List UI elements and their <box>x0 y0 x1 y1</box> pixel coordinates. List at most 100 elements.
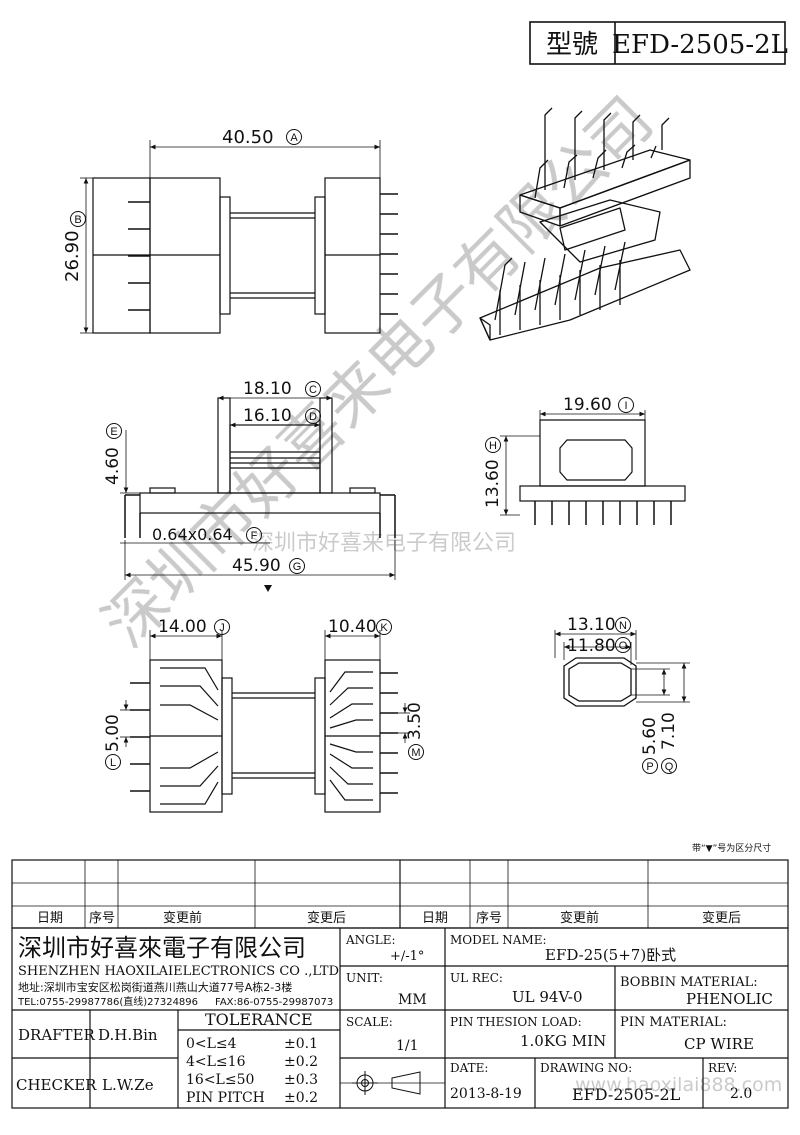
tol-value-4: ±0.2 <box>284 1090 318 1106</box>
model-name-value: EFD-25(5+7)卧式 <box>545 946 676 964</box>
tolerance-title: TOLERANCE <box>205 1010 313 1029</box>
dim-m-letter: M <box>411 747 420 759</box>
dim-i-letter: I <box>624 400 627 412</box>
pin-material-label: PIN MATERIAL: <box>620 1015 727 1030</box>
tol-range-4: PIN PITCH <box>186 1090 265 1106</box>
rev-header-after: 变更后 <box>307 910 346 926</box>
drafter-label: DRAFTER <box>18 1026 96 1044</box>
dim-e-value: 4.60 <box>103 447 123 485</box>
dim-q-letter: Q <box>665 761 674 773</box>
dim-h-value: 13.60 <box>483 459 503 508</box>
dim-a-value: 40.50 <box>222 127 274 148</box>
model-name-label: MODEL NAME: <box>450 933 547 947</box>
dim-q-value: 7.10 <box>659 712 679 750</box>
rev-header-before-2: 变更前 <box>560 910 599 926</box>
iso-view <box>479 107 691 341</box>
bottom-view <box>120 630 410 813</box>
watermark-site-text: www.haoxilai888.com <box>575 1074 782 1096</box>
dim-b-letter: B <box>74 214 81 226</box>
projection-symbol-icon <box>352 1071 421 1095</box>
dim-m-value: 3.50 <box>405 702 425 740</box>
ul-rec-label: UL REC: <box>450 971 503 985</box>
dim-a-letter: A <box>290 132 298 144</box>
dim-c-value: 18.10 <box>243 379 292 399</box>
window-section <box>554 630 690 707</box>
rev-header-before: 变更前 <box>163 910 202 926</box>
dim-n-letter: N <box>619 620 627 632</box>
checker-label: CHECKER <box>16 1076 97 1094</box>
company-name-cn: 深圳市好喜來電子有限公司 <box>18 934 306 962</box>
dim-g-value: 45.90 <box>232 556 281 576</box>
unit-label: UNIT: <box>346 971 383 985</box>
watermark-text: 深圳市好喜来电子有限公司 <box>89 83 667 661</box>
rev-value: 2.0 <box>730 1086 752 1102</box>
drawing-no-label: DRAWING NO: <box>540 1061 632 1075</box>
dim-j-letter: J <box>219 622 225 634</box>
type-label: 型號 <box>546 30 598 60</box>
company-tel: TEL:0755-29987786(直线)27324896 <box>17 995 198 1008</box>
main-title-block <box>11 927 789 1109</box>
dim-i-value: 19.60 <box>563 395 612 415</box>
dim-j-value: 14.00 <box>158 617 207 637</box>
ul-rec-value: UL 94V-0 <box>512 988 583 1006</box>
dim-k-letter: K <box>380 622 388 634</box>
dim-l-letter: L <box>110 757 116 769</box>
pin-load-label: PIN THESION LOAD: <box>450 1015 582 1029</box>
dim-b-value: 26.90 <box>62 230 83 282</box>
pin-material-value: CP WIRE <box>684 1035 754 1053</box>
rev-header-seq: 序号 <box>89 911 115 926</box>
company-address: 地址:深圳市宝安区松岗街道燕川燕山大道77号A栋2-3楼 <box>18 980 292 994</box>
title-block: 型號 EFD-2505-2L <box>529 21 788 65</box>
scale-label: SCALE: <box>346 1015 393 1029</box>
pin-load-value: 1.0KG MIN <box>520 1032 606 1050</box>
dim-f-letter: F <box>251 530 258 542</box>
dim-g-letter: G <box>293 561 302 573</box>
scale-value: 1/1 <box>396 1038 419 1054</box>
tol-value-2: ±0.2 <box>284 1054 318 1070</box>
drawing-no-value: EFD-2505-2L <box>572 1085 681 1104</box>
dim-h-letter: H <box>489 440 497 452</box>
dim-f-value: 0.64x0.64 <box>152 525 233 544</box>
dim-k-value: 10.40 <box>328 617 377 637</box>
tol-value-3: ±0.3 <box>284 1072 318 1088</box>
revision-table <box>11 859 789 929</box>
angle-label: ANGLE: <box>345 933 396 947</box>
dim-e-letter: E <box>110 426 117 438</box>
drafter-name: D.H.Bin <box>98 1026 158 1044</box>
dim-n-value: 13.10 <box>567 615 616 635</box>
model-number: EFD-2505-2L <box>612 30 788 60</box>
checker-name: L.W.Ze <box>102 1076 154 1094</box>
dim-o-letter: O <box>619 640 628 652</box>
marker-triangle <box>264 585 272 592</box>
unit-value: MM <box>398 992 427 1008</box>
marker-note: 带“▼”号为区分尺寸 <box>692 842 771 854</box>
date-label: DATE: <box>450 1061 488 1075</box>
dim-l-value: 5.00 <box>103 714 123 752</box>
tol-range-2: 4<L≤16 <box>186 1054 246 1070</box>
tol-range-3: 16<L≤50 <box>186 1072 254 1088</box>
dim-d-letter: D <box>309 411 317 423</box>
dim-o-value: 11.80 <box>567 636 616 656</box>
side-view <box>120 395 396 580</box>
rev-header-date: 日期 <box>37 911 63 926</box>
dim-d-value: 16.10 <box>243 406 292 426</box>
dim-p-value: 5.60 <box>640 717 660 755</box>
dim-p-letter: P <box>646 761 653 773</box>
dim-c-letter: C <box>309 384 317 396</box>
company-name-en: SHENZHEN HAOXILAIELECTRONICS CO .,LTD <box>18 964 339 979</box>
watermark-center-text: 深圳市好喜来电子有限公司 <box>252 531 516 556</box>
rev-header-seq-2: 序号 <box>476 911 502 926</box>
angle-value: +/-1° <box>390 949 424 964</box>
company-fax: FAX:86-0755-29987073 <box>215 997 333 1008</box>
bobbin-material-label: BOBBIN MATERIAL: <box>620 975 758 990</box>
tol-value-1: ±0.1 <box>284 1036 318 1052</box>
date-value: 2013-8-19 <box>450 1086 522 1102</box>
top-view <box>80 140 398 334</box>
front-view <box>500 410 686 525</box>
bobbin-material-value: PHENOLIC <box>686 990 773 1008</box>
rev-header-after-2: 变更后 <box>702 910 741 926</box>
rev-header-date-2: 日期 <box>422 911 448 926</box>
rev-label: REV: <box>708 1061 737 1075</box>
tol-range-1: 0<L≤4 <box>186 1036 237 1052</box>
